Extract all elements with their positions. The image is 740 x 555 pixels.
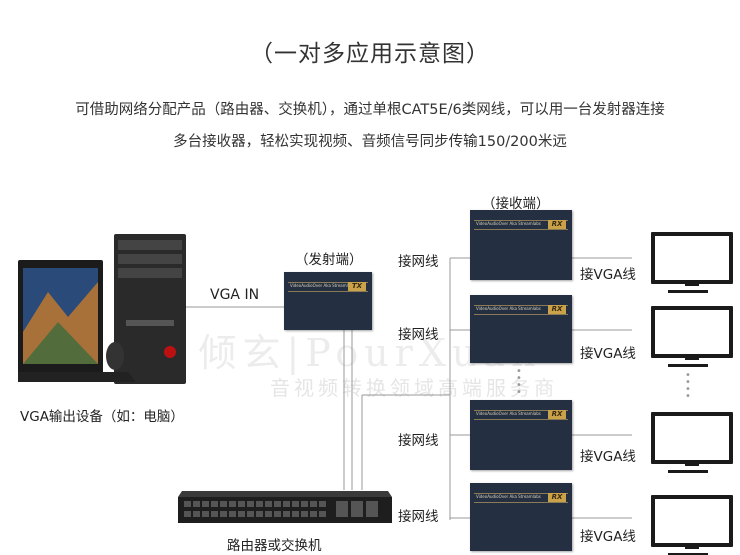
receiver-strip-text: VideoAudioOver Aka Streamlabs bbox=[476, 494, 541, 499]
network-switch-icon bbox=[178, 491, 392, 523]
transmitter-strip-text: VideoAudioOver Aka Streamlabs bbox=[290, 283, 355, 288]
receiver-strip-text: VideoAudioOver Aka Streamlabs bbox=[476, 411, 541, 416]
network-label-3: 接网线 bbox=[398, 433, 439, 449]
transmitter-tx-tag: TX bbox=[348, 282, 366, 291]
receiver-strip-text: VideoAudioOver Aka Streamlabs bbox=[476, 306, 541, 311]
watermark-slogan: 音视频转换领域高端服务商 bbox=[270, 376, 558, 400]
receiver-box-2: VideoAudioOver Aka Streamlabs RX bbox=[470, 295, 572, 363]
receiver-box-3: VideoAudioOver Aka Streamlabs RX bbox=[470, 400, 572, 470]
receiver-more-dots: •••• bbox=[516, 366, 522, 398]
receiver-strip bbox=[474, 410, 568, 420]
monitor-stand bbox=[668, 290, 708, 293]
monitor-stand bbox=[668, 470, 708, 473]
description-line-2: 多台接收器，轻松实现视频、音频信号同步传输150/200米远 bbox=[173, 134, 567, 150]
transmitter-strip bbox=[288, 282, 368, 292]
receiver-rx-tag: RX bbox=[548, 305, 566, 314]
description-line-1: 可借助网络分配产品（路由器、交换机），通过单根CAT5E/6类网线，可以用一台发… bbox=[75, 102, 665, 118]
receiver-rx-tag: RX bbox=[548, 220, 566, 229]
monitor-stand bbox=[668, 553, 708, 555]
transmitter-box: VideoAudioOver Aka Streamlabs TX bbox=[284, 272, 372, 330]
vga-out-label-4: 接VGA线 bbox=[580, 529, 636, 545]
receiver-rx-tag: RX bbox=[548, 493, 566, 502]
receiver-strip bbox=[474, 493, 568, 503]
display-monitor-icon bbox=[651, 306, 733, 360]
monitor-more-dots: •••• bbox=[685, 370, 691, 402]
computer-icon bbox=[18, 234, 186, 384]
monitor-stand bbox=[668, 364, 708, 367]
display-monitor-icon bbox=[651, 412, 733, 466]
source-label: VGA输出设备（如：电脑） bbox=[20, 409, 184, 425]
receiver-strip bbox=[474, 220, 568, 230]
network-label-4: 接网线 bbox=[398, 509, 439, 525]
receiver-strip bbox=[474, 305, 568, 315]
transmitter-label: （发射端） bbox=[295, 252, 363, 268]
receiver-strip-text: VideoAudioOver Aka Streamlabs bbox=[476, 221, 541, 226]
receiver-rx-tag: RX bbox=[548, 410, 566, 419]
display-monitor-icon bbox=[651, 232, 733, 286]
network-label-2: 接网线 bbox=[398, 327, 439, 343]
vga-in-label: VGA IN bbox=[210, 287, 260, 303]
receivers-label: （接收端） bbox=[482, 196, 550, 212]
page-title: （一对多应用示意图） bbox=[250, 41, 490, 67]
display-monitor-icon bbox=[651, 495, 733, 549]
vga-out-label-2: 接VGA线 bbox=[580, 346, 636, 362]
vga-out-label-1: 接VGA线 bbox=[580, 267, 636, 283]
receiver-box-1: VideoAudioOver Aka Streamlabs RX bbox=[470, 210, 572, 280]
switch-label: 路由器或交换机 bbox=[227, 538, 322, 554]
vga-out-label-3: 接VGA线 bbox=[580, 449, 636, 465]
receiver-box-4: VideoAudioOver Aka Streamlabs RX bbox=[470, 483, 572, 551]
network-label-1: 接网线 bbox=[398, 254, 439, 270]
